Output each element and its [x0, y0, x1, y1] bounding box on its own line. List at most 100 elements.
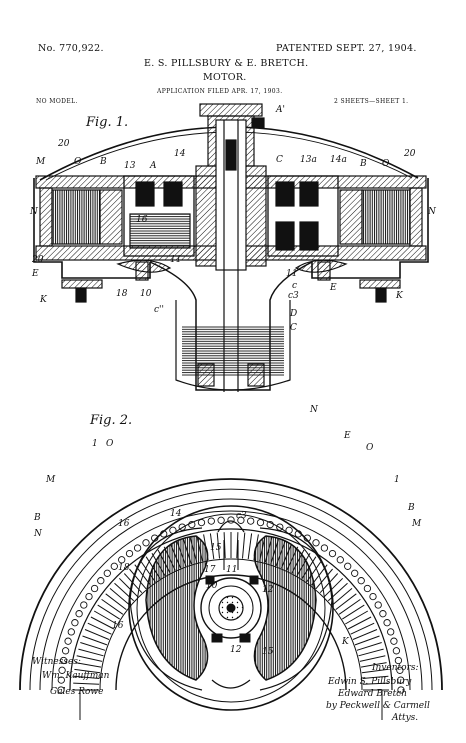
fig1-ref: A': [275, 105, 285, 115]
witnesses-heading: Witnesses:: [32, 657, 81, 667]
conductor: [217, 516, 225, 524]
conductor: [90, 584, 99, 593]
stator-tooth: [209, 533, 215, 560]
stator-tooth: [129, 568, 147, 590]
stator-tooth: [362, 682, 389, 685]
conductor: [387, 628, 395, 636]
figure-2: [19, 478, 443, 720]
fig1-ref: O: [382, 159, 390, 169]
inventor-name: Edwin S. Pillsbury: [327, 677, 412, 687]
fig1-ref: B: [359, 159, 367, 169]
stator-tooth: [236, 532, 239, 559]
fig1-ref: O: [74, 157, 82, 167]
stator-tooth: [90, 616, 115, 630]
fig2-reference-labels: N E O 1 1 O M B M B N 16 14 c3 15 18 17 …: [33, 405, 422, 657]
witness-name: Gales Rowe: [50, 687, 103, 697]
stator-tooth: [361, 668, 388, 674]
conductor: [320, 544, 329, 552]
fig2-ref: K: [341, 637, 350, 647]
stator-tooth: [80, 642, 106, 651]
conductor: [344, 562, 352, 570]
fig1-ref: B: [99, 157, 107, 167]
conductor: [312, 539, 320, 547]
fig1-ref: 20: [31, 255, 44, 265]
fig2-ref: N: [33, 529, 43, 539]
fig1-ref: c'': [154, 305, 164, 315]
patent-date: PATENTED SEPT. 27, 1904.: [276, 43, 417, 54]
stator-tooth: [82, 635, 108, 646]
fig2-ref: B: [33, 513, 41, 523]
stator-tooth: [247, 533, 253, 560]
conductor: [61, 647, 70, 655]
conductor: [125, 549, 134, 558]
stator-tooth: [73, 682, 100, 685]
conductor: [97, 577, 105, 585]
fig2-ref: 11: [226, 565, 237, 575]
fig1-ref: C: [290, 323, 297, 333]
fig1-ref: K: [395, 291, 404, 301]
conductor: [247, 517, 255, 525]
conductor: [328, 549, 337, 558]
conductor: [394, 656, 403, 665]
stator-tooth: [93, 610, 117, 625]
conductor: [118, 556, 126, 564]
patent-number: No. 770,922.: [38, 43, 104, 54]
stator-tooth: [242, 532, 246, 559]
fig2-ref: 10: [206, 581, 218, 591]
fig1-ref: 11: [286, 269, 297, 279]
fig2-ref: 15: [262, 647, 274, 657]
fig2-ref: E: [343, 431, 351, 441]
fig2-ref: O: [366, 443, 374, 453]
fig1-ref: N: [427, 207, 437, 217]
conductor: [59, 656, 68, 665]
conductor: [110, 562, 118, 570]
fig2-ref: N: [309, 405, 319, 415]
fig2-ref: c3: [236, 511, 247, 521]
conductor: [390, 637, 398, 645]
conductor: [75, 610, 83, 618]
fig1-ref: M: [35, 157, 46, 167]
conductor: [58, 666, 66, 674]
stator-tooth: [323, 577, 344, 598]
stator-tooth: [73, 675, 100, 679]
fig2-ref: 16: [118, 519, 130, 529]
stator-tooth: [352, 629, 378, 640]
fig2-ref: 16: [112, 621, 124, 631]
conductor: [357, 577, 365, 585]
conductor: [336, 556, 344, 564]
conductor: [178, 523, 186, 531]
fig1-ref: c: [292, 281, 297, 291]
conductor: [397, 676, 405, 684]
fig1-ref: D: [289, 309, 297, 319]
conductor: [67, 628, 75, 636]
fig1-ref: A: [149, 161, 157, 171]
fig1-ref: 11: [170, 255, 181, 265]
conductor-ring: [57, 516, 405, 694]
conductor: [57, 686, 65, 694]
stator-tooth: [84, 629, 110, 640]
stator-tooth: [118, 577, 139, 598]
stator-tooth: [75, 662, 102, 668]
fig1-ref: 13a: [300, 155, 317, 165]
fig2-ref: M: [45, 475, 56, 485]
attorneys-label: Attys.: [391, 713, 418, 723]
conductor: [85, 592, 93, 601]
stator-tooth: [338, 598, 361, 615]
conductor: [276, 523, 284, 531]
patent-inventors: E. S. PILLSBURY & E. BRETCH.: [144, 58, 309, 69]
fig1-ref: 20: [57, 139, 70, 149]
fig1-ref: c3: [288, 291, 299, 301]
fig1-ref: C: [276, 155, 283, 165]
signature-block: Witnesses: Wm. Kauffman Gales Rowe Inven…: [32, 657, 430, 723]
patent-title: MOTOR.: [203, 72, 247, 83]
stator-tooth: [354, 635, 380, 646]
stator-tooth: [315, 568, 333, 590]
fig2-ref: O: [106, 439, 114, 449]
fig1-ref: K: [39, 295, 48, 305]
fig1-label: Fig. 1.: [85, 115, 128, 130]
fig1-ref: 13: [124, 161, 136, 171]
fig1-ref: 14a: [330, 155, 347, 165]
inventor-name: Edward Bretch: [337, 689, 407, 699]
conductor: [374, 601, 382, 609]
